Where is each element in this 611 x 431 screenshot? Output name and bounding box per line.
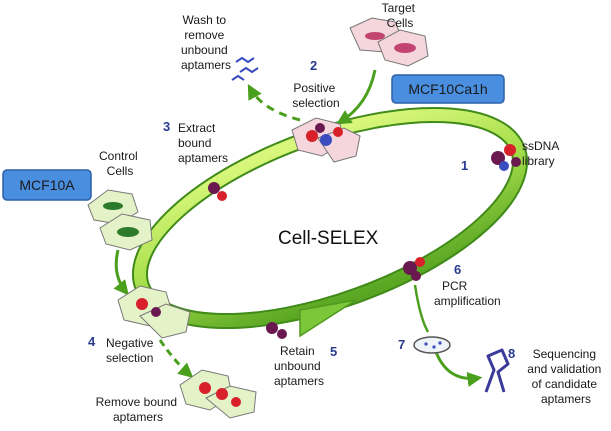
svg-text:Sequencing and validatio: Sequencing and validation of candidate a…	[527, 347, 604, 406]
pcr-aptamers	[403, 257, 425, 281]
svg-text:2: 2	[310, 58, 317, 73]
svg-text:Positive selection: Positive selection	[292, 81, 339, 110]
step-2-positive-selection: 2 Positive selection	[292, 58, 339, 110]
control-cell-line-box: MCF10A	[2, 169, 92, 201]
svg-text:3: 3	[163, 119, 170, 134]
step-5-retain-unbound: 5 Retain unbound aptamers	[274, 344, 337, 388]
arrow-dish-to-sequencing	[434, 351, 483, 387]
svg-text:4: 4	[88, 334, 96, 349]
target-cells-label: Target Cells	[382, 1, 419, 30]
process-arrows	[113, 69, 483, 387]
arrow-pcr-to-dish	[413, 284, 430, 333]
step-7-cloning: 7	[398, 337, 405, 352]
svg-text:Retain unbound apt: Retain unbound aptamers	[274, 344, 324, 388]
petri-dish-icon	[413, 336, 451, 354]
step-4-negative-selection: 4 Negative selection	[88, 334, 157, 365]
diagram-title: Cell-SELEX	[278, 228, 379, 249]
aptamer-structure-icon	[484, 348, 510, 393]
svg-text:PCR amplification: PCR amplification	[434, 279, 501, 308]
wash-label: Wash to remove unbound aptamers	[181, 13, 231, 72]
svg-text:Negative selection: Negative selection	[106, 336, 157, 365]
control-cells-illustration	[87, 189, 153, 251]
step-3-extract-bound: 3 Extract bound aptamers	[163, 119, 228, 165]
arrow-negative-to-remove	[158, 339, 194, 378]
step-6-pcr-amplification: 6 PCR amplification	[434, 262, 501, 308]
control-cells-label: Control Cells	[99, 149, 141, 178]
svg-text:5: 5	[330, 344, 337, 359]
step-1-ssdna-library: 1 ssDNA library	[461, 139, 562, 173]
svg-text:6: 6	[454, 262, 461, 277]
positive-selection-cells	[291, 117, 361, 163]
remove-bound-label: Remove bound aptamers	[96, 395, 181, 424]
svg-text:1: 1	[461, 158, 468, 173]
arrow-control-to-negative	[113, 249, 129, 296]
removed-bound-cells	[179, 369, 257, 419]
svg-text:MCF10Ca1h: MCF10Ca1h	[408, 81, 487, 97]
svg-text:7: 7	[398, 337, 405, 352]
extracted-aptamers	[208, 182, 227, 201]
arrow-target-to-positive	[336, 69, 377, 125]
ring-arrowhead	[299, 299, 357, 338]
step-8-sequencing: 8 Sequencing and validation of candidate…	[508, 346, 604, 406]
target-cell-line-box: MCF10Ca1h	[391, 74, 505, 104]
arrow-wash-dashed	[247, 84, 301, 122]
target-cells-illustration	[349, 17, 429, 67]
negative-selection-cells	[117, 285, 191, 339]
retained-unbound-aptamers	[266, 322, 287, 339]
ssdna-library-aptamers	[491, 144, 521, 171]
aptamer-clusters	[208, 56, 521, 339]
washed-aptamers	[231, 56, 259, 81]
svg-text:8: 8	[508, 346, 515, 361]
svg-text:MCF10A: MCF10A	[19, 177, 75, 193]
svg-text:ssDNA library: ssDNA library	[522, 139, 562, 168]
svg-text:Extract bound apta: Extract bound aptamers	[178, 121, 228, 165]
